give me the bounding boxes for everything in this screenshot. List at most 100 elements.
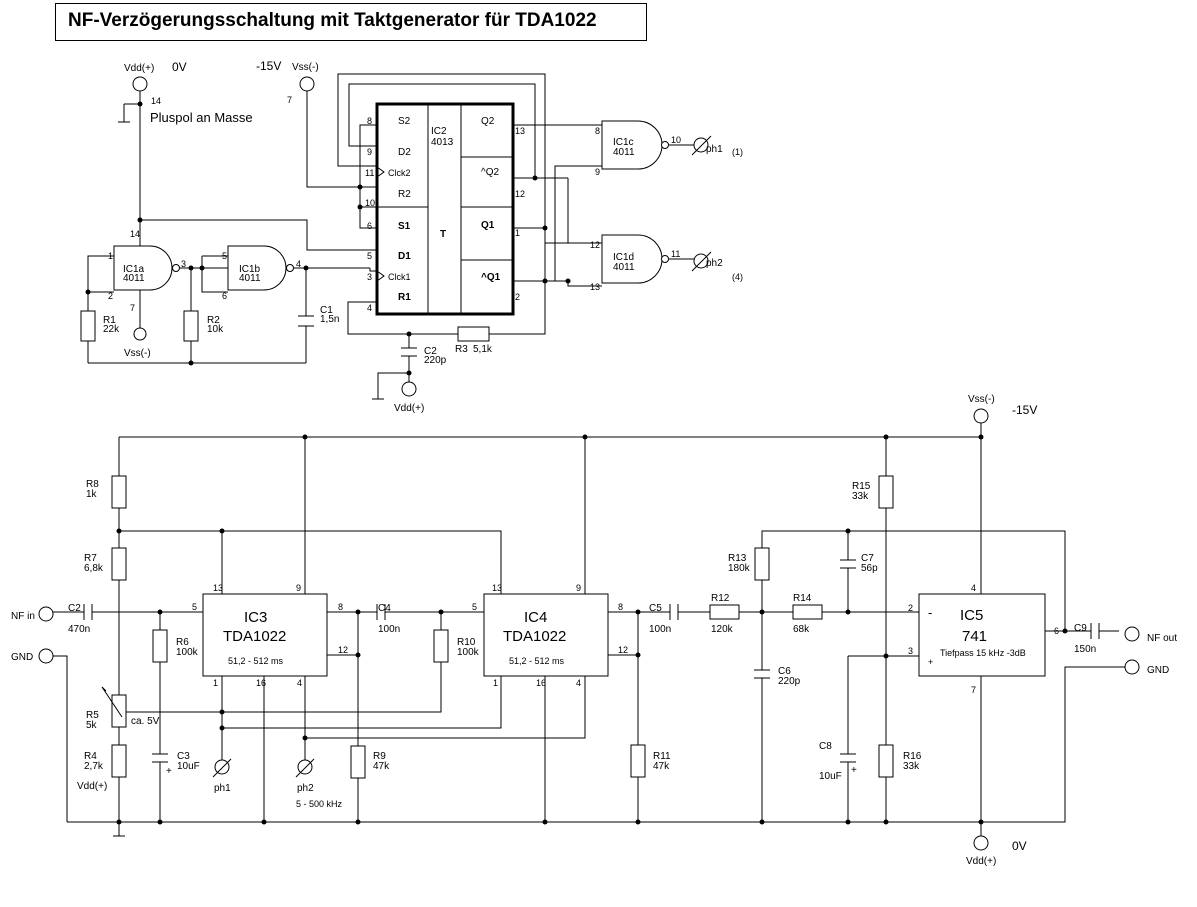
ic2-d2: D2 — [398, 147, 411, 158]
r1-name: R1 — [103, 315, 116, 326]
ph2-terminal — [693, 253, 709, 269]
ic1a-pin3: 3 — [181, 259, 186, 269]
ic2-pin3: 3 — [367, 272, 372, 282]
c1-name: C1 — [320, 305, 333, 316]
ic4-pin9: 9 — [576, 583, 581, 593]
ic2-nq1: ^Q1 — [481, 272, 501, 283]
r16-name: R16 — [903, 751, 922, 762]
r2-resistor — [183, 310, 199, 342]
c5-name: C5 — [649, 603, 662, 614]
pin7-label: 7 — [287, 95, 292, 105]
r11-name: R11 — [653, 751, 671, 762]
vdd-rail-terminal — [973, 835, 989, 851]
ic2-pin11: 11 — [365, 168, 374, 178]
ic2-pin2: 2 — [515, 292, 520, 302]
ic5-pin7: 7 — [971, 685, 976, 695]
nf-in-terminal[interactable] — [38, 606, 54, 622]
r6-value: 100k — [176, 647, 199, 658]
ic3-pin1: 1 — [213, 678, 218, 688]
vdd-bottom-label: Vdd(+) — [394, 403, 424, 414]
ic1b-gate — [227, 245, 287, 291]
ic4-pin13: 13 — [492, 583, 502, 593]
c7-name: C7 — [861, 553, 874, 564]
ic3-pin5: 5 — [192, 602, 197, 612]
ic3-pin16: 16 — [256, 678, 266, 688]
c2-value: 220p — [424, 355, 447, 366]
pin14-label: 14 — [151, 96, 161, 106]
r7-name: R7 — [84, 553, 97, 564]
freq-label: 5 - 500 kHz — [296, 799, 343, 809]
r4-value: 2,7k — [84, 761, 104, 772]
r12-value: 120k — [711, 624, 734, 635]
ic4-pin4: 4 — [576, 678, 581, 688]
r1-value: 22k — [103, 324, 120, 335]
ic3-body — [202, 593, 328, 677]
r16-resistor — [878, 744, 894, 778]
ic4-name: IC4 — [524, 609, 547, 626]
ic2-r2: R2 — [398, 189, 411, 200]
c2-name: C2 — [424, 346, 437, 357]
c6-name: C6 — [778, 666, 791, 677]
r14-name: R14 — [793, 593, 812, 604]
c9-capacitor — [1090, 623, 1100, 639]
vdd-top-label: Vdd(+) — [124, 63, 154, 74]
ic4-range: 51,2 - 512 ms — [509, 656, 565, 666]
ic5-pin3: 3 — [908, 646, 913, 656]
gnd-out-label: GND — [1147, 665, 1169, 676]
v15-top-label: -15V — [256, 59, 281, 73]
r14-value: 68k — [793, 624, 810, 635]
ic2-r1: R1 — [398, 292, 411, 303]
c4-capacitor — [376, 604, 386, 620]
ph2-label: ph2 — [706, 258, 723, 269]
gnd-out-terminal[interactable] — [1124, 659, 1140, 675]
ic1a-pin14: 14 — [130, 229, 140, 239]
ground-symbol-audio — [113, 822, 125, 837]
r13-name: R13 — [728, 553, 747, 564]
r15-resistor — [878, 475, 894, 509]
c6-value: 220p — [778, 676, 801, 687]
r5-note: ca. 5V — [131, 716, 160, 727]
c2-capacitor — [401, 334, 417, 382]
ic2-clck1: Clck1 — [388, 272, 411, 282]
ic1c-pin10: 10 — [671, 135, 681, 145]
r11-value: 47k — [653, 761, 670, 772]
ic1d-pin11: 11 — [671, 249, 680, 259]
ic5-name: IC5 — [960, 607, 983, 624]
c4-name: C4 — [378, 603, 391, 614]
r7-value: 6,8k — [84, 563, 104, 574]
ic1b-pin6: 6 — [222, 291, 227, 301]
v0-top-label: 0V — [172, 60, 187, 74]
v15-rail-label: -15V — [1012, 403, 1037, 417]
c9-value: 150n — [1074, 644, 1096, 655]
c7-value: 56p — [861, 563, 878, 574]
r3-value: 5,1k — [473, 344, 493, 355]
r5-potentiometer[interactable] — [111, 694, 127, 728]
ic5-body — [918, 593, 1046, 677]
r10-value: 100k — [457, 647, 480, 658]
ic5-plus: + — [928, 657, 933, 667]
nf-out-terminal[interactable] — [1124, 626, 1140, 642]
ic1b-bubble — [286, 264, 294, 272]
r5-value: 5k — [86, 720, 98, 731]
c6-capacitor — [754, 612, 770, 822]
ic1c-name: IC1c — [613, 137, 634, 148]
ic2-pin6: 6 — [367, 221, 372, 231]
pluspol-label: Pluspol an Masse — [150, 110, 253, 125]
ic2-t: T — [440, 229, 446, 240]
v0-rail-label: 0V — [1012, 839, 1027, 853]
ic2-pin9: 9 — [367, 147, 372, 157]
ic2-pin5: 5 — [367, 251, 372, 261]
r2-name: R2 — [207, 315, 220, 326]
vdd-top-terminal — [132, 76, 148, 92]
ic1a-gate — [113, 245, 173, 291]
vss-rail-label: Vss(-) — [968, 394, 995, 405]
r6-resistor — [152, 629, 168, 663]
ic4-pin8: 8 — [618, 602, 623, 612]
ic5-pin2: 2 — [908, 603, 913, 613]
gnd-in-terminal[interactable] — [38, 648, 54, 664]
ic1c-pin9: 9 — [595, 167, 600, 177]
ic1a-vss-terminal — [133, 327, 147, 341]
audio-delay: Vss(-) -15V Vdd(+) 0V NF in GND C2 470n … — [11, 394, 1177, 867]
r10-resistor — [433, 629, 449, 663]
ic3-ph1-terminal — [214, 759, 230, 775]
